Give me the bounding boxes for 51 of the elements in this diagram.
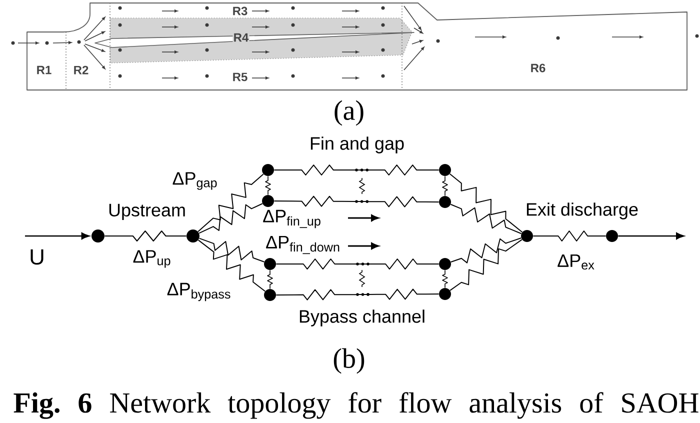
section-label: Exit discharge [526, 202, 638, 220]
edge-label: U [28, 248, 46, 266]
region-label: R5 [233, 72, 248, 82]
section-label: Upstream [109, 204, 185, 220]
section-label: Fin and gap [310, 136, 404, 154]
junction-dot [264, 289, 276, 301]
section-label: Bypass channel [300, 310, 424, 326]
resistor-line [265, 176, 271, 196]
junction-dot [92, 230, 104, 242]
junction-dot [439, 196, 451, 208]
edge-label: ΔP$_{bypass}$ [166, 282, 232, 302]
flow-arrow [618, 232, 684, 240]
resistor-line [198, 238, 265, 262]
resistor-chain [274, 196, 440, 208]
region-label: R6 [531, 64, 546, 72]
junction-dot [262, 164, 274, 176]
junction-dot [439, 164, 451, 176]
region-label: R1 [37, 66, 52, 74]
region-label: R2 [74, 66, 88, 74]
panel-label: (a) [334, 100, 364, 126]
junction-dot [186, 230, 200, 242]
junction-dot [439, 288, 451, 300]
junction-dot [262, 195, 274, 207]
resistor-line [198, 174, 264, 232]
resistor-chain [276, 258, 440, 270]
resistor-line [267, 270, 273, 290]
resistor-chain [276, 288, 440, 300]
junction-dot [521, 230, 533, 242]
resistor-line [450, 239, 522, 291]
edge-label: ΔP$_{fin_down}$ [264, 234, 342, 256]
edge-label: ΔP$_{fin_up}$ [262, 208, 322, 230]
edge-label: ΔP$_{up}$ [132, 249, 172, 269]
resistor-line [450, 204, 522, 234]
junction-dot [606, 230, 618, 242]
resistor-line [450, 238, 522, 264]
panel-label: (b) [334, 348, 364, 374]
resistor-chain [274, 164, 440, 176]
resistor-line [532, 230, 606, 242]
junction-dot [264, 258, 276, 270]
resistor-line [104, 230, 187, 242]
caption: Fig. 6 Network topology for flow analysis of SAOH [14, 392, 698, 419]
resistor-line [198, 203, 263, 234]
region-label: R3 [233, 6, 248, 16]
resistor-line [442, 270, 448, 288]
flow-arrow [25, 232, 90, 240]
resistor-line [449, 173, 523, 233]
edge-label: ΔP$_{gap}$ [171, 171, 219, 191]
resistor-line [198, 240, 266, 292]
resistor-line [442, 176, 448, 196]
junction-dot [439, 258, 451, 270]
edge-label: ΔP$_{ex}$ [556, 253, 596, 271]
